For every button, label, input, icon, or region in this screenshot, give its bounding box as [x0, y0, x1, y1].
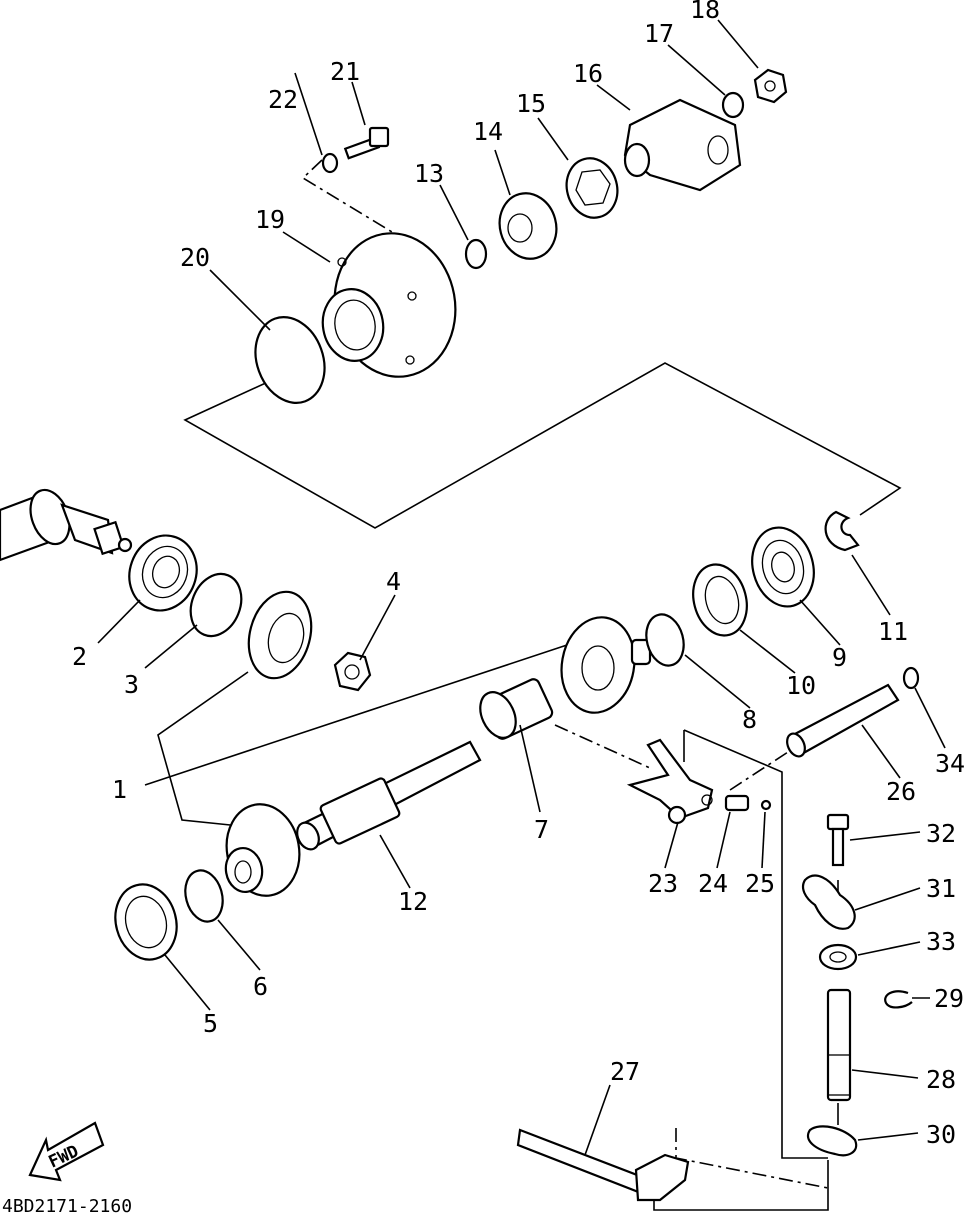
callout-16: 16: [573, 59, 603, 88]
callout-7: 7: [534, 815, 549, 844]
shaft-part-28: [826, 988, 852, 1102]
pinion-gear-part: [224, 803, 301, 897]
clip-part-34: [902, 666, 920, 690]
e-clip-part-29: [884, 990, 913, 1009]
callout-13: 13: [414, 159, 444, 188]
lever-part-31: [801, 874, 856, 930]
callout-10: 10: [786, 671, 816, 700]
callout-18: 18: [690, 0, 720, 24]
gasket-part-20: [254, 316, 326, 404]
nut-part-4: [333, 651, 372, 692]
callout-15: 15: [516, 89, 546, 118]
bearing-part-9: [751, 526, 815, 608]
assembly-outline-lines: [144, 159, 902, 1211]
callout-4: 4: [386, 567, 401, 596]
callout-6: 6: [253, 972, 268, 1001]
callout-19: 19: [255, 205, 285, 234]
callout-17: 17: [644, 19, 674, 48]
callout-28: 28: [926, 1065, 956, 1094]
callout-29: 29: [934, 984, 964, 1013]
shim-ring-part-3: [189, 572, 243, 638]
input-shaft-part: [0, 488, 133, 562]
bearing-part-5: [114, 883, 178, 961]
callout-24: 24: [698, 869, 728, 898]
callout-8: 8: [742, 705, 757, 734]
dog-clutch-part-7: [479, 678, 554, 740]
ball-part-25: [760, 799, 772, 811]
callout-25: 25: [745, 869, 775, 898]
callout-22: 22: [268, 85, 298, 114]
callout-12: 12: [398, 887, 428, 916]
callout-3: 3: [124, 670, 139, 699]
housing-part-19: [321, 232, 457, 378]
parts-artwork: [0, 68, 920, 1202]
callout-5: 5: [203, 1009, 218, 1038]
leader-lines: [97, 19, 946, 1156]
callout-labels: 1 2 3 4 5 6 7 8 9 10 11 12 13 14 15 16 1…: [72, 0, 965, 1149]
bolt-part-21: [343, 126, 390, 160]
shift-fork-part-23: [626, 738, 714, 825]
catalog-code: 4BD2171-2160: [2, 1196, 132, 1217]
yoke-part-16: [623, 98, 742, 192]
callout-9: 9: [832, 643, 847, 672]
callout-21: 21: [330, 57, 360, 86]
callout-11: 11: [878, 617, 908, 646]
callout-1: 1: [112, 775, 127, 804]
callout-34: 34: [935, 749, 965, 778]
shim-part-6: [184, 869, 224, 923]
bearing-part-14: [498, 192, 558, 260]
bevel-gear-part-1: [560, 616, 652, 714]
callout-14: 14: [473, 117, 503, 146]
callout-33: 33: [926, 927, 956, 956]
callout-31: 31: [926, 874, 956, 903]
washer-part-13: [464, 238, 488, 270]
bolt-part-32: [826, 813, 850, 867]
drive-shaft-part-12: [296, 740, 482, 851]
ring-gear-part: [247, 590, 313, 680]
circlip-part-11: [824, 510, 860, 552]
callout-2: 2: [72, 642, 87, 671]
callout-30: 30: [926, 1120, 956, 1149]
bushing-part-33: [818, 943, 858, 971]
callout-32: 32: [926, 819, 956, 848]
fwd-arrow: FWD: [28, 1121, 105, 1182]
lever-part-30: [807, 1125, 858, 1157]
collar-part-10: [692, 563, 748, 637]
shift-arm-part-27: [516, 1128, 690, 1202]
callout-27: 27: [610, 1057, 640, 1086]
o-ring-part-8: [645, 613, 685, 667]
callout-26: 26: [886, 777, 916, 806]
bearing-part-2: [128, 534, 198, 612]
shift-rod-part-26: [786, 683, 900, 758]
washer-part-22: [321, 152, 339, 174]
spring-part-24: [724, 794, 750, 812]
callout-20: 20: [180, 243, 210, 272]
hex-nut-part-15: [565, 157, 619, 219]
washer-part-17: [721, 91, 745, 119]
callout-23: 23: [648, 869, 678, 898]
nut-part-18: [753, 68, 788, 104]
